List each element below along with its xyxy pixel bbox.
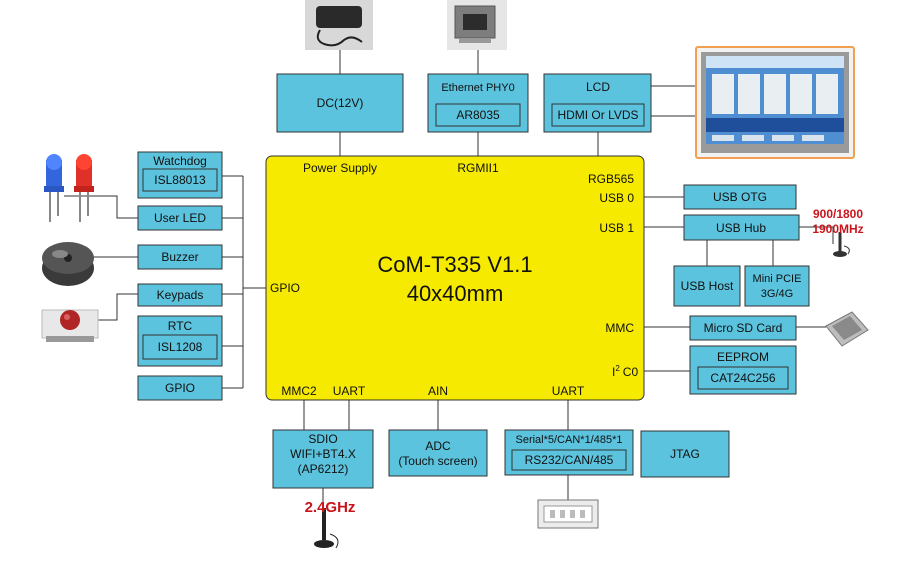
user-led-block: User LED	[137, 205, 223, 231]
pin-rgb565: RGB565	[588, 172, 634, 186]
svg-text:3G/4G: 3G/4G	[761, 288, 793, 300]
gsm-antenna-icon	[833, 232, 850, 257]
svg-text:ADC: ADC	[425, 439, 451, 453]
phy-chip-label: AR8035	[456, 108, 500, 122]
svg-text:SDIO: SDIO	[308, 432, 337, 446]
module-title: CoM-T335 V1.1	[377, 252, 532, 277]
mini-pcie-block: Mini PCIE 3G/4G	[744, 265, 810, 307]
pin-uart-1: UART	[333, 384, 366, 398]
svg-text:GPIO: GPIO	[165, 381, 195, 395]
adc-block: ADC (Touch screen)	[388, 429, 488, 477]
connector-lines	[64, 50, 834, 510]
sdio-wifi-block: SDIO WIFI+BT4.X (AP6212)	[272, 429, 374, 489]
pin-rgmii1: RGMII1	[457, 161, 499, 175]
led-image	[44, 154, 94, 222]
svg-text:LCD: LCD	[586, 80, 610, 94]
rj45-jack-image	[447, 0, 507, 50]
gpio-block: GPIO	[137, 375, 223, 401]
pin-ain: AIN	[428, 384, 448, 398]
lcd-panel-image	[695, 46, 855, 159]
svg-text:Watchdog: Watchdog	[153, 154, 207, 168]
module-size: 40x40mm	[407, 281, 504, 306]
buzzer-image	[42, 242, 94, 286]
svg-text:User LED: User LED	[154, 211, 206, 225]
wifi-frequency-label: 2.4GHz	[305, 499, 356, 516]
pin-mmc: MMC	[605, 321, 634, 335]
svg-text:Serial*5/CAN*1/485*1: Serial*5/CAN*1/485*1	[515, 434, 622, 446]
svg-text:DC(12V): DC(12V)	[317, 96, 364, 110]
lcd-interface-label: HDMI Or LVDS	[557, 108, 638, 122]
serial-interface-label: RS232/CAN/485	[525, 453, 614, 467]
pin-usb1: USB 1	[599, 221, 634, 235]
pin-usb0: USB 0	[599, 191, 634, 205]
pin-mmc2: MMC2	[281, 384, 317, 398]
watchdog-block: Watchdog ISL88013	[137, 151, 223, 199]
microsd-socket-image	[825, 311, 869, 347]
svg-text:(Touch screen): (Touch screen)	[398, 454, 477, 468]
svg-text:USB OTG: USB OTG	[713, 190, 767, 204]
svg-text:Keypads: Keypads	[157, 288, 204, 302]
svg-text:JTAG: JTAG	[670, 447, 700, 461]
serial-connector-image	[537, 499, 599, 529]
push-button-image	[41, 309, 99, 342]
usb-hub-block: USB Hub	[683, 214, 800, 241]
gsm-frequency-label-1: 900/1800	[813, 207, 863, 221]
svg-text:USB Host: USB Host	[681, 279, 734, 293]
svg-text:Micro SD Card: Micro SD Card	[704, 321, 783, 335]
usb-host-block: USB Host	[673, 265, 741, 307]
microsd-card-block: Micro SD Card	[689, 315, 797, 341]
svg-text:Mini PCIE: Mini PCIE	[753, 273, 802, 285]
wifi-antenna-icon	[314, 508, 339, 549]
jtag-block: JTAG	[640, 430, 730, 478]
svg-text:Buzzer: Buzzer	[161, 250, 198, 264]
gsm-frequency-label-2: 1900MHz	[812, 222, 863, 236]
eeprom-block: EEPROM CAT24C256	[689, 345, 797, 395]
eeprom-chip-label: CAT24C256	[710, 371, 775, 385]
rtc-block: RTC ISL1208	[137, 315, 223, 367]
buzzer-block: Buzzer	[137, 244, 223, 270]
svg-text:RTC: RTC	[168, 319, 193, 333]
lcd-block: LCD HDMI Or LVDS	[543, 73, 652, 133]
svg-text:WIFI+BT4.X: WIFI+BT4.X	[290, 447, 356, 461]
pin-gpio: GPIO	[270, 281, 300, 295]
svg-text:EEPROM: EEPROM	[717, 350, 769, 364]
svg-text:Ethernet PHY0: Ethernet PHY0	[441, 82, 514, 94]
rtc-chip-label: ISL1208	[158, 340, 203, 354]
serial-block: Serial*5/CAN*1/485*1 RS232/CAN/485	[504, 429, 634, 476]
pin-power-supply: Power Supply	[303, 161, 377, 175]
pin-uart-2: UART	[552, 384, 585, 398]
dc-power-block: DC(12V)	[276, 73, 404, 133]
usb-otg-block: USB OTG	[683, 184, 797, 210]
power-adapter-image	[305, 0, 373, 50]
svg-text:USB Hub: USB Hub	[716, 221, 766, 235]
ethernet-phy-block: Ethernet PHY0 AR8035	[427, 73, 529, 133]
com-t335-module: CoM-T335 V1.1 40x40mm Power Supply RGMII…	[265, 155, 645, 401]
keypads-block: Keypads	[137, 283, 223, 307]
svg-text:(AP6212): (AP6212)	[298, 462, 349, 476]
watchdog-chip-label: ISL88013	[154, 173, 206, 187]
